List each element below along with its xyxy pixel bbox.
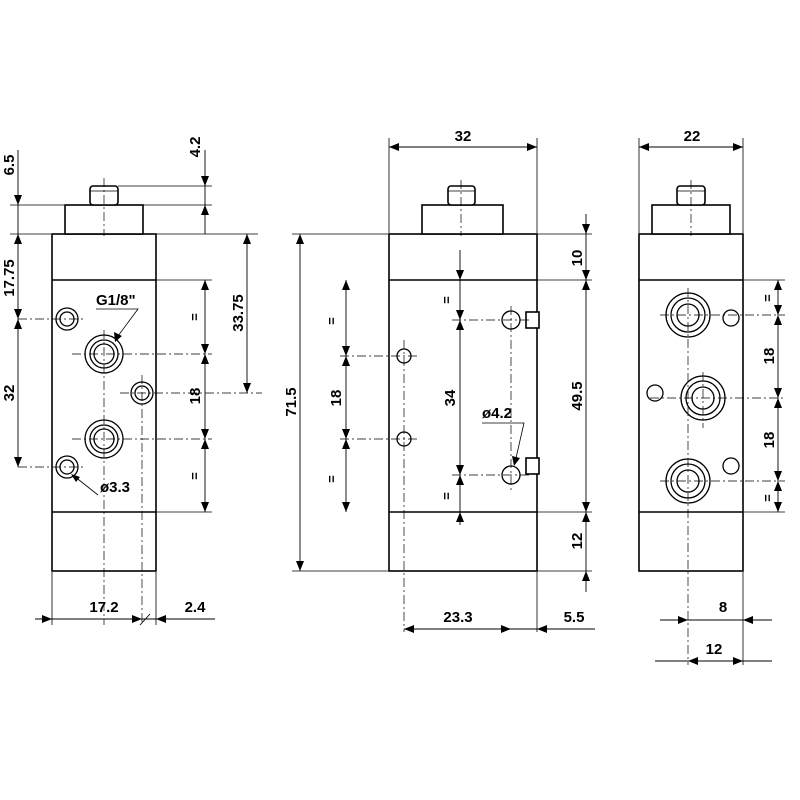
middle-body [388, 233, 538, 572]
front-view: G1/8" ø3.3 6.5 4.2 17.75 32 33.75 18 = =… [1, 137, 262, 626]
front-dim-width: 17.2 [89, 599, 118, 616]
front-dim-left-upper: 17.75 [1, 259, 18, 297]
side-view: 22 18 18 = = 8 12 [638, 128, 785, 665]
middle-hole-dia-label: ø4.2 [482, 405, 512, 422]
middle-dim-bottom-left: 23.3 [443, 609, 472, 626]
middle-cap [421, 204, 504, 235]
middle-dim-center-pitch: 34 [442, 389, 459, 406]
middle-dim-bottom-right: 5.5 [564, 609, 585, 626]
middle-dim-top-band: 10 [569, 250, 586, 267]
middle-view: 32 71.5 18 34 10 49.5 12 ø4.2 = = = = 23… [283, 128, 595, 633]
side-dim-pitch-upper: 18 [761, 348, 778, 365]
side-dim-width: 22 [684, 128, 701, 145]
middle-dim-left-pitch: 18 [328, 390, 345, 407]
middle-dim-height: 71.5 [283, 387, 300, 416]
middle-tab-lower [525, 457, 540, 475]
middle-dim-inner-height: 49.5 [569, 381, 586, 410]
front-port-thread-label: G1/8" [96, 292, 136, 309]
front-dim-right-total: 33.75 [230, 294, 247, 332]
side-hole-middle-left [646, 384, 664, 402]
middle-equal-mark-center-lower: = [439, 492, 454, 500]
side-hole-lower-right [722, 457, 740, 475]
side-equal-mark-lower: = [760, 494, 775, 502]
middle-equal-mark-center-upper: = [439, 296, 454, 304]
middle-equal-mark-left-upper: = [324, 317, 339, 325]
front-dim-offset: 2.4 [185, 599, 207, 616]
middle-dim-width: 32 [455, 128, 472, 145]
front-hole-dia-label: ø3.3 [100, 479, 130, 496]
side-dim-bottom-small: 8 [719, 599, 727, 616]
front-dim-stem: 4.2 [187, 137, 204, 158]
front-dim-right-pitch: 18 [187, 388, 204, 405]
side-port-upper [665, 292, 711, 338]
front-equal-mark-lower: = [187, 472, 202, 480]
front-dim-left-spacing: 32 [1, 385, 18, 402]
front-equal-mark-upper: = [187, 313, 202, 321]
middle-equal-mark-left-lower: = [324, 475, 339, 483]
middle-stem [447, 185, 476, 206]
front-dim-top-offset: 6.5 [1, 155, 18, 176]
side-dim-bottom-large: 12 [706, 641, 723, 658]
middle-dim-bottom-band: 12 [569, 533, 586, 550]
side-equal-mark-upper: = [760, 294, 775, 302]
side-dim-pitch-lower: 18 [761, 432, 778, 449]
side-hole-upper-right [722, 309, 740, 327]
